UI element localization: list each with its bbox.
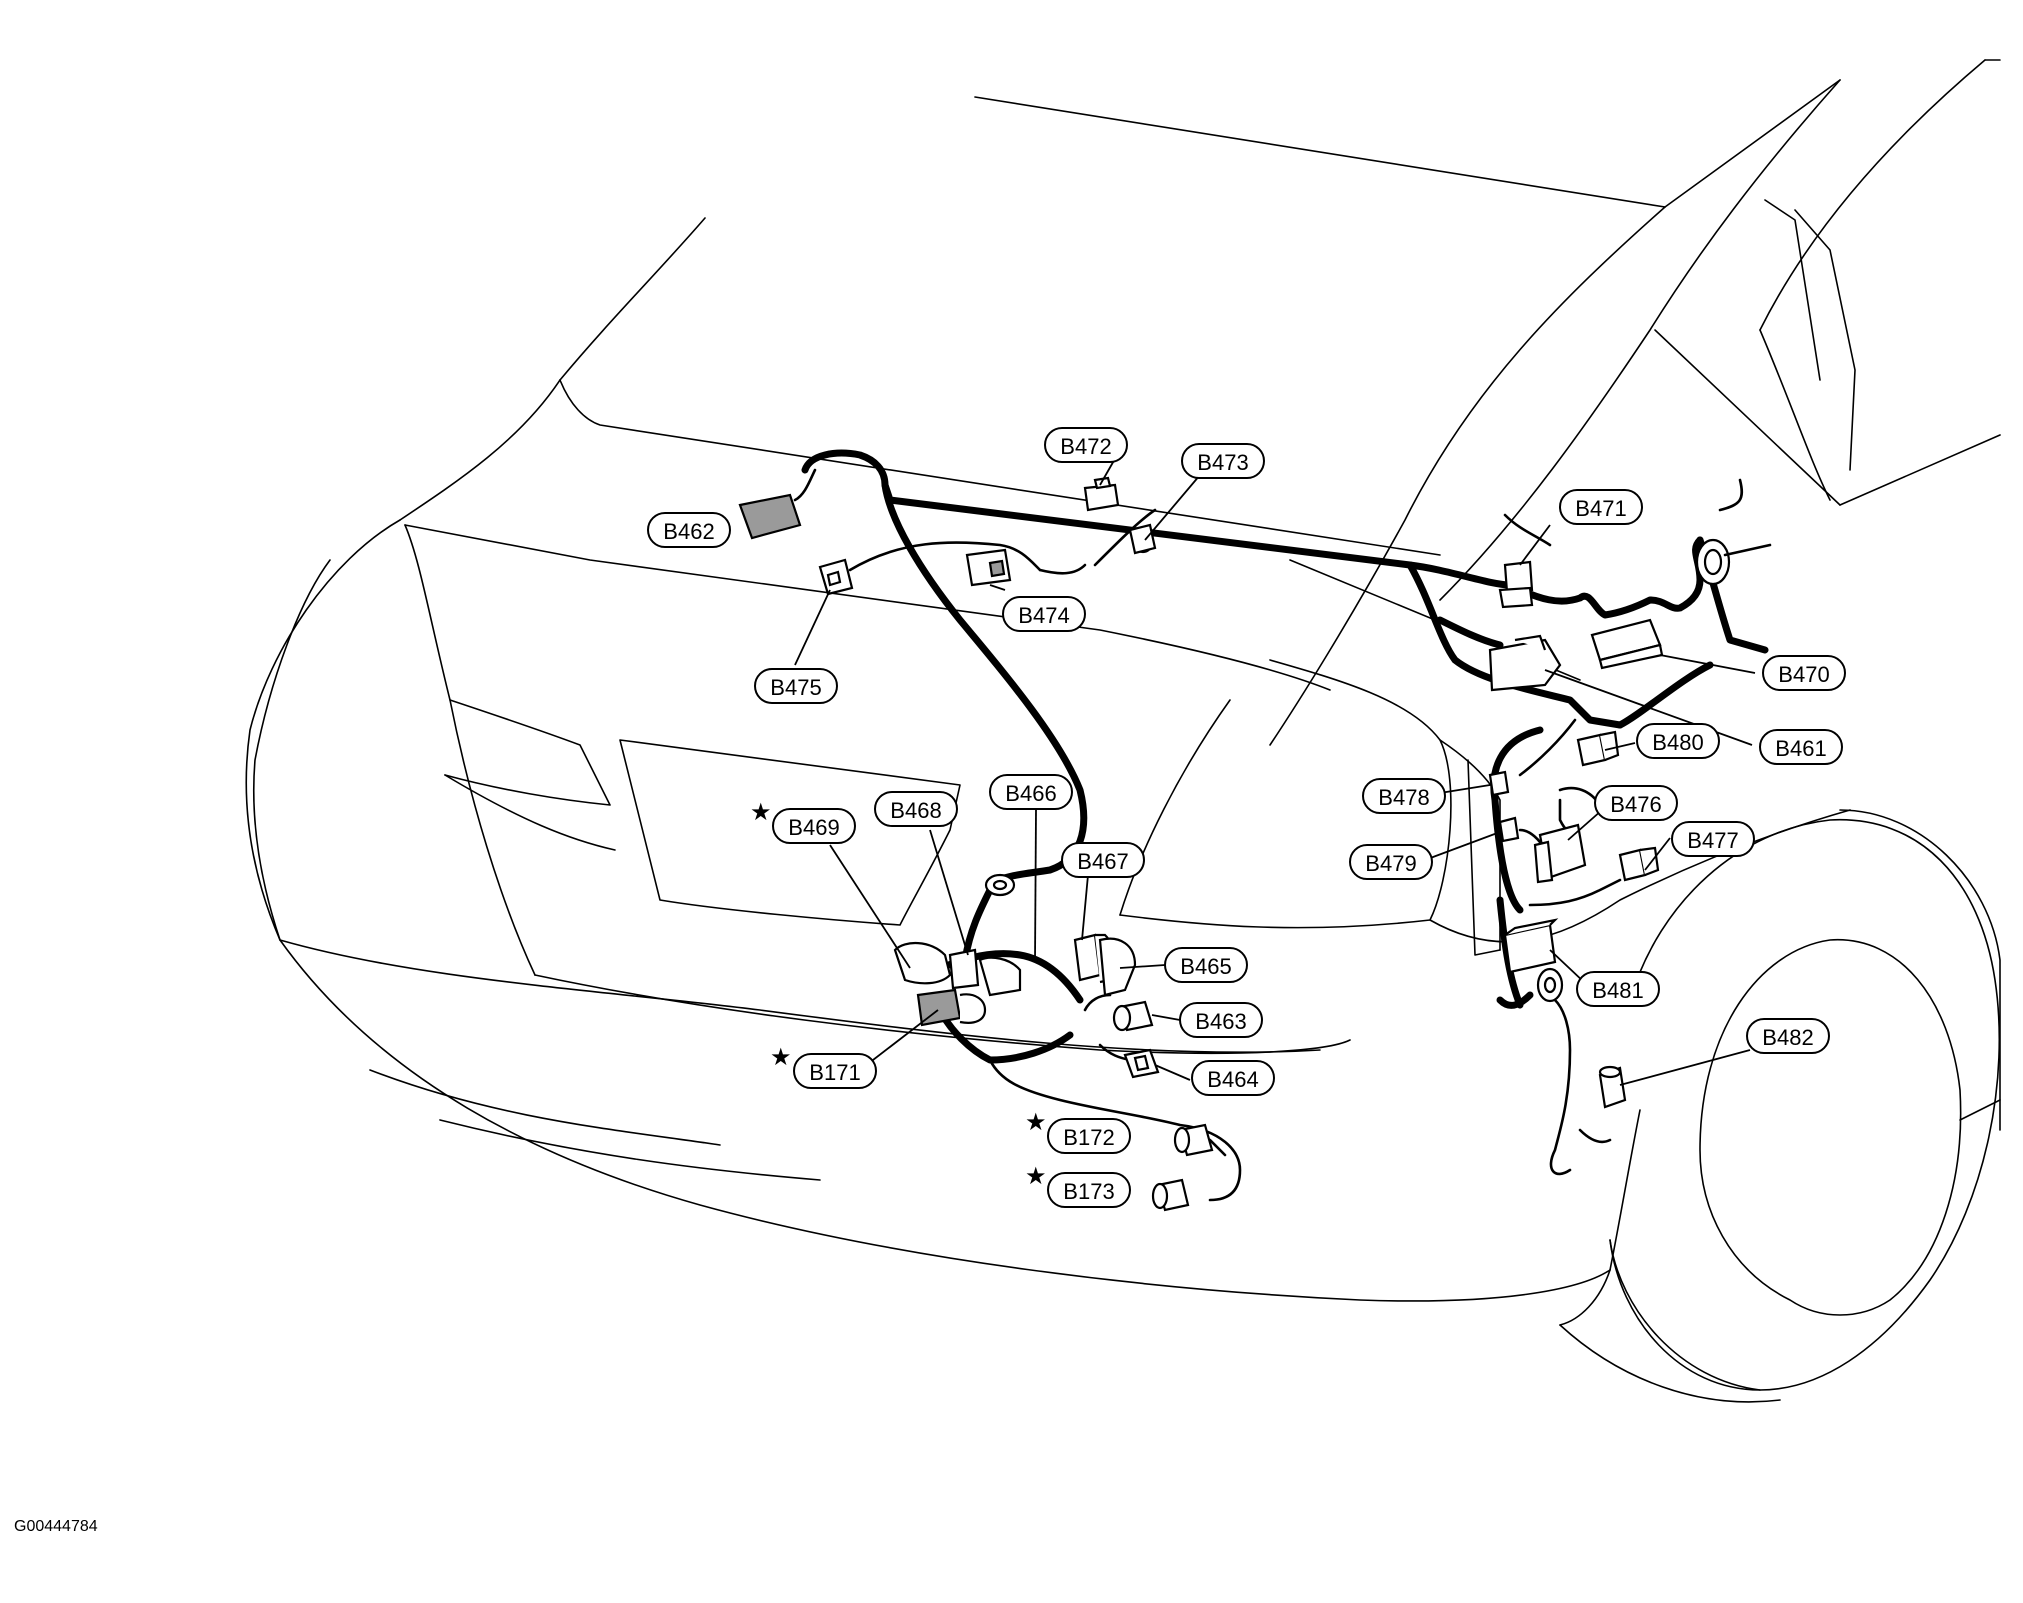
callout-b470: B470 (1762, 655, 1846, 691)
callout-b468: B468 (874, 791, 958, 827)
grommet-top-right (1695, 538, 1772, 586)
svg-text:★: ★ (1025, 1108, 1047, 1136)
connector-b480 (1576, 730, 1620, 767)
thin-wires (848, 478, 1744, 1202)
svg-text:B476: B476 (1610, 792, 1661, 817)
connector-b476 (1533, 823, 1587, 884)
connector-b172 (1173, 1123, 1214, 1157)
svg-text:B479: B479 (1365, 851, 1416, 876)
connector-b479 (1498, 816, 1520, 843)
callout-labels: B472 B473 B462 B471 B474 B475 B470 B461 (647, 427, 1846, 1208)
callout-b477: B477 (1671, 821, 1755, 857)
svg-text:B481: B481 (1592, 978, 1643, 1003)
connector-b470 (1590, 618, 1664, 670)
callout-b478: B478 (1362, 778, 1446, 814)
svg-text:B474: B474 (1018, 603, 1069, 628)
callout-b480: B480 (1636, 723, 1720, 759)
callout-b474: B474 (1002, 596, 1086, 632)
svg-text:B470: B470 (1778, 662, 1829, 687)
callout-b467: B467 (1061, 842, 1145, 878)
svg-text:B478: B478 (1378, 785, 1429, 810)
svg-text:B462: B462 (663, 519, 714, 544)
callout-b171: ★ B171 (770, 1043, 877, 1089)
callout-b466: B466 (989, 774, 1073, 810)
connector-b468-b469-cluster (893, 942, 1022, 997)
callout-b172: ★ B172 (1025, 1108, 1131, 1154)
svg-text:B465: B465 (1180, 954, 1231, 979)
svg-text:B171: B171 (809, 1060, 860, 1085)
svg-text:B480: B480 (1652, 730, 1703, 755)
svg-text:B475: B475 (770, 675, 821, 700)
connector-b463 (1112, 1000, 1154, 1032)
svg-text:★: ★ (750, 798, 772, 826)
figure-id: G00444784 (14, 1518, 98, 1535)
callout-b173: ★ B173 (1025, 1162, 1131, 1208)
connector-b475 (818, 558, 854, 596)
callout-b462: B462 (647, 512, 731, 548)
callout-b472: B472 (1044, 427, 1128, 463)
callout-b469: ★ B469 (750, 798, 856, 844)
leader-lines (794, 449, 1756, 1086)
svg-text:B477: B477 (1687, 828, 1738, 853)
svg-text:★: ★ (1025, 1162, 1047, 1190)
callout-b475: B475 (754, 668, 838, 704)
svg-text:B463: B463 (1195, 1009, 1246, 1034)
svg-text:B469: B469 (788, 815, 839, 840)
svg-text:B461: B461 (1775, 736, 1826, 761)
callout-b479: B479 (1349, 844, 1433, 880)
grommet-b466 (984, 873, 1016, 897)
connector-b473 (1128, 523, 1157, 555)
connector-b465 (1098, 937, 1137, 997)
svg-text:B173: B173 (1063, 1179, 1114, 1204)
svg-text:B473: B473 (1197, 450, 1248, 475)
svg-text:B471: B471 (1575, 496, 1626, 521)
connector-b171 (916, 988, 987, 1027)
connectors (738, 468, 1772, 1212)
svg-text:B472: B472 (1060, 434, 1111, 459)
callout-b465: B465 (1164, 947, 1248, 983)
svg-text:B482: B482 (1762, 1025, 1813, 1050)
callout-b481: B481 (1576, 971, 1660, 1007)
connector-b481 (1503, 918, 1559, 974)
connector-b478 (1488, 770, 1510, 797)
callout-b482: B482 (1746, 1018, 1830, 1054)
svg-text:B467: B467 (1077, 849, 1128, 874)
connector-b173 (1151, 1178, 1190, 1212)
svg-text:B466: B466 (1005, 781, 1056, 806)
callout-b463: B463 (1179, 1002, 1263, 1038)
grommet-lower-right (1536, 967, 1564, 1003)
svg-text:B468: B468 (890, 798, 941, 823)
svg-text:B172: B172 (1063, 1125, 1114, 1150)
callout-b476: B476 (1594, 785, 1678, 821)
connector-b472 (1083, 476, 1120, 512)
vehicle-body-outline (245, 59, 2001, 1403)
connector-b461 (1488, 634, 1562, 692)
callout-b461: B461 (1759, 729, 1843, 765)
connector-b474 (965, 548, 1012, 587)
connector-b464 (1123, 1048, 1160, 1079)
connector-b477 (1618, 846, 1660, 882)
svg-text:B464: B464 (1207, 1067, 1258, 1092)
connector-b462 (738, 468, 817, 540)
connector-b482 (1598, 1065, 1627, 1109)
svg-text:★: ★ (770, 1043, 792, 1071)
callout-b473: B473 (1181, 443, 1265, 479)
callout-b471: B471 (1559, 489, 1643, 525)
callout-b464: B464 (1191, 1060, 1275, 1096)
